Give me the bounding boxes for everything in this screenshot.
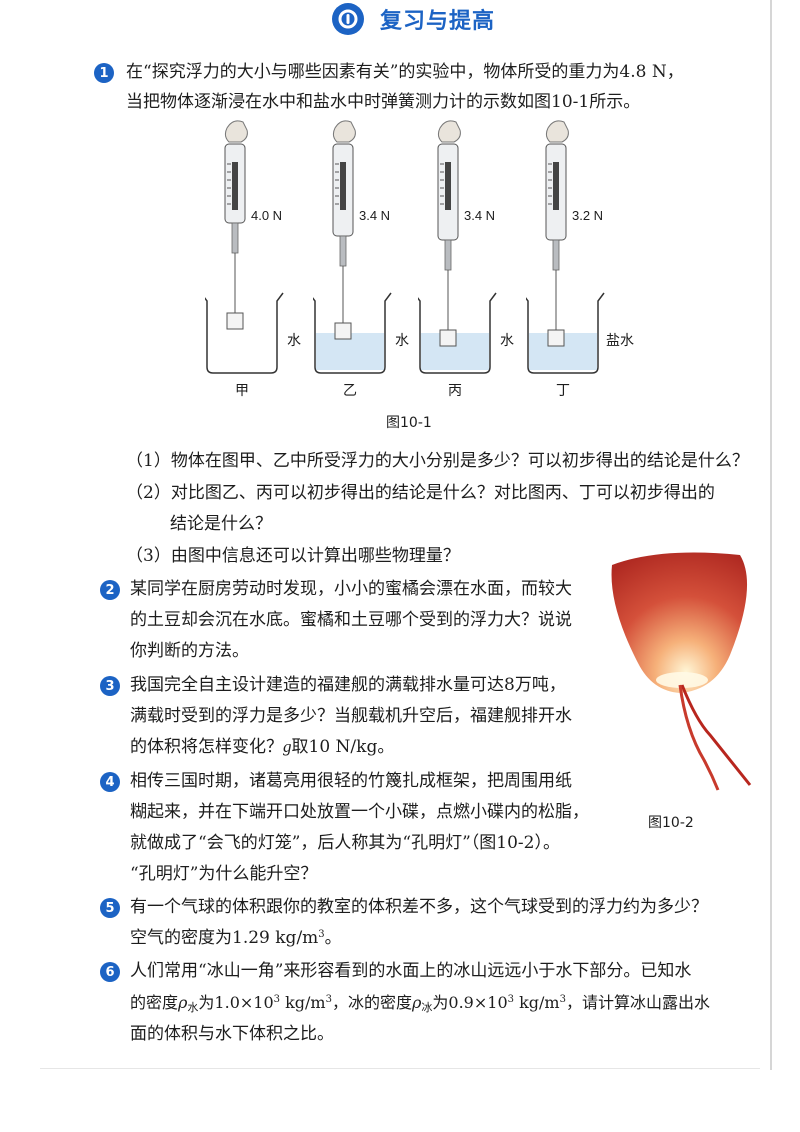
question-number-3: 3 (100, 676, 120, 696)
q1-sub-2-line-2: 结论是什么？ (170, 514, 272, 534)
section-logo-icon (332, 3, 364, 35)
spring-scale-and-beaker-drawing (313, 120, 392, 374)
question-number-6: 6 (100, 962, 120, 982)
liquid-label: 水 (395, 333, 409, 349)
q2-line-3: 你判断的方法。 (130, 641, 249, 661)
q4-line-2: 糊起来，并在下端开口处放置一个小碟，点燃小碟内的松脂， (130, 802, 589, 822)
question-number-4: 4 (100, 772, 120, 792)
setup-label: 乙 (343, 383, 357, 399)
q5-line-1: 有一个气球的体积跟你的教室的体积差不多，这个气球受到的浮力约为多少？ (130, 897, 708, 917)
setup-label: 丙 (448, 383, 462, 399)
scale-reading: 3.4 N (464, 208, 496, 223)
q2-line-1: 某同学在厨房劳动时发现，小小的蜜橘会漂在水面，而较大 (130, 579, 572, 599)
spring-scale-and-beaker-drawing (205, 120, 284, 374)
section-header: 复习与提高 (332, 2, 495, 36)
experiment-setup: 4.0 N 水甲 (205, 118, 335, 408)
liquid-label: 水 (287, 333, 301, 349)
question-number-1: 1 (94, 63, 114, 83)
q3-line-1: 我国完全自主设计建造的福建舰的满载排水量可达8万吨， (130, 675, 566, 695)
q1-sub-1: （1）物体在图甲、乙中所受浮力的大小分别是多少？可以初步得出的结论是什么？ (126, 451, 749, 471)
question-number-2: 2 (100, 580, 120, 600)
section-title: 复习与提高 (380, 9, 496, 34)
q6-line-1: 人们常用“冰山一角”来形容看到的水面上的冰山远远小于水下部分。已知水 (130, 961, 692, 981)
q1-line-2: 当把物体逐渐浸在水中和盐水中时弹簧测力计的示数如图10-1所示。 (126, 92, 641, 112)
q1-sub-2-line-1: （2）对比图乙、丙可以初步得出的结论是什么？对比图丙、丁可以初步得出的 (126, 483, 715, 503)
scale-reading: 3.2 N (572, 208, 604, 223)
question-number-5: 5 (100, 898, 120, 918)
spring-scale-and-beaker-drawing (418, 120, 497, 374)
q4-line-4: “孔明灯”为什么能升空？ (130, 864, 318, 884)
q1-sub-3: （3）由图中信息还可以计算出哪些物理量？ (126, 546, 460, 566)
sky-lantern-illustration (611, 552, 752, 791)
scale-reading: 4.0 N (251, 208, 283, 223)
page-edge (770, 0, 772, 1070)
figure-10-2-caption: 图10-2 (648, 815, 694, 831)
q1-line-1: 在“探究浮力的大小与哪些因素有关”的实验中，物体所受的重力为4.8 N， (126, 62, 684, 82)
liquid-label: 盐水 (606, 333, 634, 349)
scale-reading: 3.4 N (359, 208, 391, 223)
experiment-setup: 3.4 N 水丙 (418, 118, 548, 408)
setup-label: 丁 (556, 383, 570, 399)
q3-line-2: 满载时受到的浮力是多少？当舰载机升空后，福建舰排开水 (130, 706, 572, 726)
setup-label: 甲 (235, 383, 249, 399)
q2-line-2: 的土豆却会沉在水底。蜜橘和土豆哪个受到的浮力大？说说 (130, 610, 572, 630)
q4-line-3: 就做成了“会飞的灯笼”，后人称其为“孔明灯”（图10-2）。 (130, 833, 560, 853)
experiment-setup: 3.2 N 盐水丁 (526, 118, 656, 408)
liquid-label: 水 (500, 333, 514, 349)
figure-10-1-caption: 图10-1 (386, 415, 432, 431)
q6-line-3: 面的体积与水下体积之比。 (130, 1024, 334, 1044)
q3-line-3: 的体积将怎样变化？g取10 N/kg。 (130, 737, 395, 757)
q6-line-2: 的密度ρ水为1.0×103 kg/m3，冰的密度ρ冰为0.9×103 kg/m3… (130, 993, 710, 1014)
experiment-setup: 3.4 N 水乙 (313, 118, 443, 408)
spring-scale-and-beaker-drawing (526, 120, 605, 374)
bottom-rule (40, 1068, 760, 1069)
q5-line-2: 空气的密度为1.29 kg/m3。 (130, 928, 342, 948)
q4-line-1: 相传三国时期，诸葛亮用很轻的竹篾扎成框架，把周围用纸 (130, 771, 572, 791)
